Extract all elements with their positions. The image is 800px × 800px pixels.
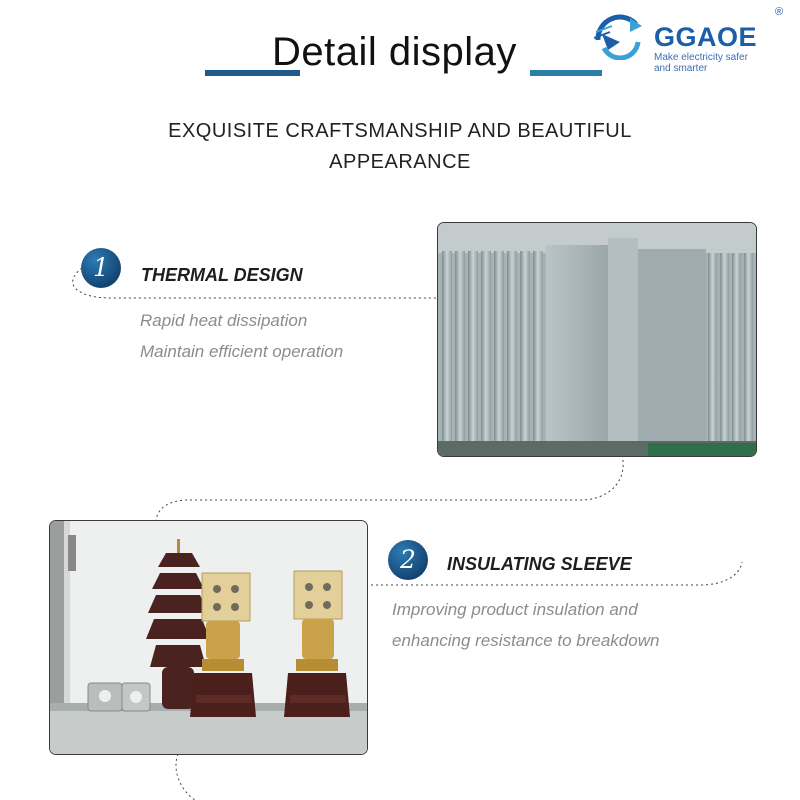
section-description-1: Rapid heat dissipation Maintain efficien… <box>140 311 344 361</box>
transformer-radiator-fins-photo <box>437 222 757 457</box>
brand-tagline: Make electricity safer and smarter <box>654 52 748 74</box>
title-underline-left <box>205 70 300 76</box>
section-description-2: Improving product insulation and enhanci… <box>392 600 660 650</box>
insulating-bushings-photo <box>49 520 368 755</box>
section-number-badge-1: 1 <box>81 248 121 288</box>
registered-mark: ® <box>775 6 784 18</box>
section-number-badge-2: 2 <box>388 540 428 580</box>
section-heading-1: THERMAL DESIGN <box>141 265 303 285</box>
title-underline-right <box>530 70 602 76</box>
brand-name: GGAOE <box>654 22 758 52</box>
section-heading-2: INSULATING SLEEVE <box>447 554 632 574</box>
page-subtitle: EXQUISITE CRAFTSMANSHIP AND BEAUTIFUL AP… <box>168 120 632 173</box>
page-title: Detail display <box>272 30 517 74</box>
swirl-logo-icon <box>593 14 642 60</box>
brand-logo: GGAOE ® Make electricity safer and smart… <box>592 6 792 78</box>
